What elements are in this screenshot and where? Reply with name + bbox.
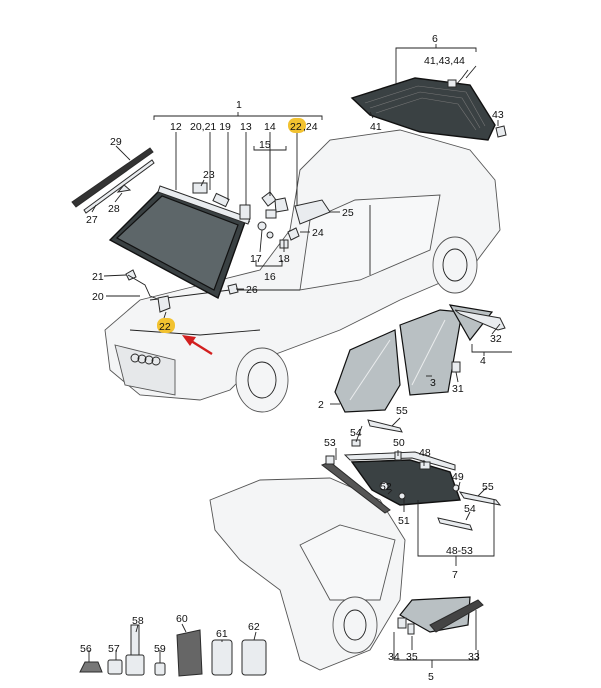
label-22-bottom: 22 [159,321,171,333]
label-20: 20 [92,291,104,303]
label-53: 53 [324,437,336,449]
label-15: 15 [259,139,271,151]
part-number-labels: 1 6 41,43,44 43 41 12 20,21 19 13 14 22 … [80,33,504,683]
label-23: 23 [203,169,215,181]
highlight-marker-22-top [288,118,306,133]
label-35: 35 [406,651,418,663]
label-41-43-44: 41,43,44 [424,55,465,67]
label-26: 26 [246,284,258,296]
front-wheel [235,347,289,413]
label-54-right: 54 [464,503,476,515]
label-29: 29 [110,136,122,148]
label-5: 5 [428,671,434,683]
highlight-marker-22-bottom [157,318,175,333]
label-61: 61 [216,628,228,640]
red-pointer-arrow [182,335,213,356]
label-51: 51 [398,515,410,527]
label-25: 25 [342,207,354,219]
label-12: 12 [170,121,182,133]
label-34: 34 [388,651,400,663]
label-50: 50 [393,437,405,449]
windscreen-part [108,185,251,300]
label-24-right: 24 [312,227,324,239]
label-7: 7 [452,569,458,581]
rear-quarter-glass-part [397,596,484,635]
label-13: 13 [240,121,252,133]
label-58: 58 [132,615,144,627]
label-22-top: 22 [290,121,302,133]
label-48-53: 48-53 [446,545,473,557]
label-62: 62 [248,621,260,633]
label-2: 2 [318,399,324,411]
label-3: 3 [430,377,436,389]
label-31: 31 [452,383,464,395]
label-21: 21 [92,271,104,283]
label-52: 52 [380,481,392,493]
label-28: 28 [108,203,120,215]
label-4: 4 [480,355,486,367]
label-49: 49 [452,471,464,483]
sedan-car-illustration [104,129,501,413]
label-32: 32 [490,333,502,345]
label-43: 43 [492,109,504,121]
label-17: 17 [250,253,262,265]
rear-wheel [432,236,478,294]
label-59: 59 [154,643,166,655]
label-14: 14 [264,121,276,133]
leader-lines [88,44,512,668]
label-20-21-19: 20,21 19 [190,121,231,133]
label-24: ,24 [303,121,318,133]
label-54-top: 54 [350,427,362,439]
label-57: 57 [108,643,120,655]
label-18: 18 [278,253,290,265]
front-door-glass-part [334,329,401,413]
label-33: 33 [468,651,480,663]
label-55-right: 55 [482,481,494,493]
label-27: 27 [86,214,98,226]
rear-window-part [350,69,507,141]
label-56: 56 [80,643,92,655]
trim-strips-part [71,147,155,214]
rear-door-glass-part [399,309,463,396]
label-48: 48 [419,447,431,459]
label-41: 41 [370,121,382,133]
sunroof-glass-part [320,419,502,531]
logo-rings-icon [130,353,161,366]
estate-car-illustration [209,477,406,671]
label-55-top: 55 [396,405,408,417]
label-1: 1 [236,99,242,111]
quarter-glass-part [448,304,506,342]
adhesive-kit-parts [79,624,267,677]
label-60: 60 [176,613,188,625]
label-6: 6 [432,33,438,45]
label-16: 16 [264,271,276,283]
